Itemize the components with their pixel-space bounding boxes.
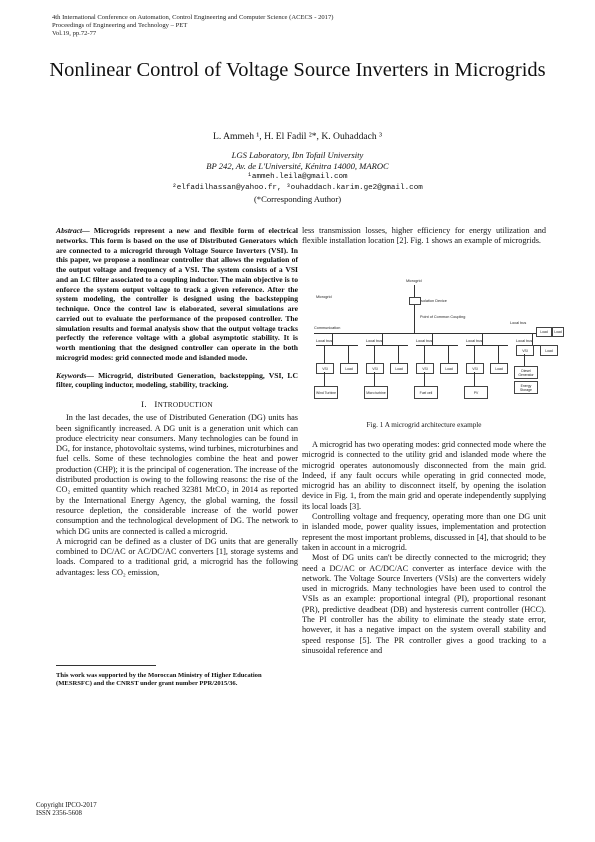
fig-load-3: Load: [440, 363, 458, 374]
fig-drop-2: [374, 345, 375, 363]
header-line-2: Proceedings of Engineering and Technolog…: [52, 22, 188, 30]
fig-branch-1: [332, 333, 333, 345]
microgrid-architecture-figure: Microgrid Microgrid Isolation Device Poi…: [310, 279, 564, 415]
abstract-label: Abstract—: [56, 226, 90, 235]
footer-copyright: Copyright IPCO-2017: [36, 802, 97, 809]
left-column: Abstract— Microgrids represent a new and…: [56, 226, 298, 578]
fig-vsi-5: VSI: [516, 345, 534, 356]
fig-label-local-bus-1: Local bus: [316, 339, 333, 343]
fig-drop-load-2: [398, 345, 399, 363]
email-line-1: ¹ammeh.leila@gmail.com: [247, 173, 348, 181]
fig-label-main-bus: Communication: [314, 326, 341, 330]
fig-local-bus-1: [316, 345, 358, 346]
fig-src-link-2: [374, 372, 375, 386]
figure-caption: Fig. 1 A microgrid architecture example: [366, 421, 482, 429]
right-paragraph-0: less transmission losses, higher efficie…: [302, 226, 546, 246]
fig-local-bus-2: [366, 345, 408, 346]
fig-label-microgrid: Microgrid: [316, 295, 332, 299]
fig-src-link-5: [524, 354, 525, 366]
fig-src-link-3: [424, 372, 425, 386]
fig-load-4: Load: [490, 363, 508, 374]
header-line-1: 4th International Conference on Automati…: [52, 14, 334, 21]
footer-issn: ISSN 2356-5608: [36, 810, 82, 818]
fig-source-1: Wind Turbine: [314, 386, 338, 399]
fig-label-local-bus-3: Local bus: [416, 339, 433, 343]
header-line-3: Vol.19, pp.72-77: [52, 30, 97, 38]
fig-branch-5: [532, 333, 533, 345]
fig-branch-2: [382, 333, 383, 345]
fig-extra-load-1: Load: [536, 327, 552, 337]
fig-source-3: Fuel cell: [414, 386, 438, 399]
right-paragraph-1: A microgrid has two operating modes: gri…: [302, 440, 546, 511]
page-footer: Copyright IPCO-2017 ISSN 2356-5608: [36, 802, 97, 819]
fig-load-1: Load: [340, 363, 358, 374]
fig-vsi-4: VSI: [466, 363, 484, 374]
intro-paragraph-2: A microgrid can be defined as a cluster …: [56, 536, 298, 577]
affiliation-block: LGS Laboratory, Ibn Tofail University BP…: [0, 150, 595, 205]
fig-local-bus-3: [416, 345, 458, 346]
fig-source-2: Micro turbine: [364, 386, 388, 399]
fig-local-bus-4: [466, 345, 508, 346]
fig-label-pcc: Point of Common Coupling: [420, 315, 466, 319]
keywords-label: Keywords—: [56, 370, 94, 380]
fig-load-2: Load: [390, 363, 408, 374]
fig-src-link-1: [324, 372, 325, 386]
fig-drop-1: [324, 345, 325, 363]
funding-footnote: This work was supported by the Moroccan …: [56, 672, 262, 688]
fig-drop-load-3: [448, 345, 449, 363]
abstract: Abstract— Microgrids represent a new and…: [56, 226, 298, 363]
right-paragraph-3: Most of DG units can't be directly conne…: [302, 553, 546, 655]
abstract-text: Microgrids represent a new and flexible …: [56, 226, 298, 362]
affiliation-lab: LGS Laboratory, Ibn Tofail University: [231, 150, 364, 160]
paper-title: Nonlinear Control of Voltage Source Inve…: [49, 59, 546, 81]
fig-branch-3: [432, 333, 433, 345]
fig-drop-4: [474, 345, 475, 363]
fig-local-bus-5: [516, 345, 556, 346]
corresponding-note: (*Corresponding Author): [253, 194, 342, 204]
fig-source-5: Diesel Generator: [514, 366, 538, 379]
email-line-2: ²elfadilhassan@yahoo.fr, ³ouhaddach.kari…: [172, 184, 423, 192]
fig-drop-load-1: [348, 345, 349, 363]
fig-vsi-3: VSI: [416, 363, 434, 374]
right-column-top: less transmission losses, higher efficie…: [302, 226, 546, 247]
fig-src-link-4: [474, 372, 475, 386]
right-column-bottom: A microgrid has two operating modes: gri…: [302, 440, 546, 656]
right-paragraph-2: Controlling voltage and frequency, opera…: [302, 512, 546, 552]
fig-label-isolation: Isolation Device: [420, 299, 447, 303]
fig-label-local-bus-2: Local bus: [366, 339, 383, 343]
fig-load-5: Load: [540, 345, 558, 356]
fig-label-local-bus-6: Local bus: [510, 321, 527, 325]
fig-drop-3: [424, 345, 425, 363]
fig-source-6: Energy Storage: [514, 381, 538, 394]
fig-vsi-1: VSI: [316, 363, 334, 374]
section-heading-introduction: I. INTRODUCTION: [56, 399, 298, 410]
author-list: L. Ammeh ¹, H. El Fadil ²*, K. Ouhaddach…: [212, 131, 383, 142]
footnote-divider: [56, 665, 156, 666]
fig-source-4: PV: [464, 386, 488, 399]
fig-drop-load-4: [498, 345, 499, 363]
section-title-rest: NTRODUCTION: [157, 401, 213, 409]
fig-isolation-device: [409, 297, 421, 305]
section-title-first: I: [154, 399, 158, 409]
keywords-text: Microgrid, distributed Generation, backs…: [56, 370, 298, 390]
fig-main-bus: [314, 333, 558, 334]
keywords: Keywords— Microgrid, distributed Generat…: [56, 371, 298, 391]
fig-grid-feeder: [414, 285, 415, 333]
conference-header: 4th International Conference on Automati…: [52, 14, 333, 39]
section-number: I.: [141, 399, 147, 409]
fig-label-local-bus-4: Local bus: [466, 339, 483, 343]
affiliation-address: BP 242, Av. de L'Université, Kénitra 140…: [206, 161, 389, 171]
fig-branch-4: [482, 333, 483, 345]
fig-extra-load-2: Load: [552, 327, 564, 337]
fig-vsi-2: VSI: [366, 363, 384, 374]
intro-paragraph-1: In the last decades, the use of Distribu…: [56, 413, 298, 536]
fig-label-local-bus-5: Local bus: [516, 339, 533, 343]
fig-label-microgrid-top: Microgrid: [406, 279, 422, 283]
